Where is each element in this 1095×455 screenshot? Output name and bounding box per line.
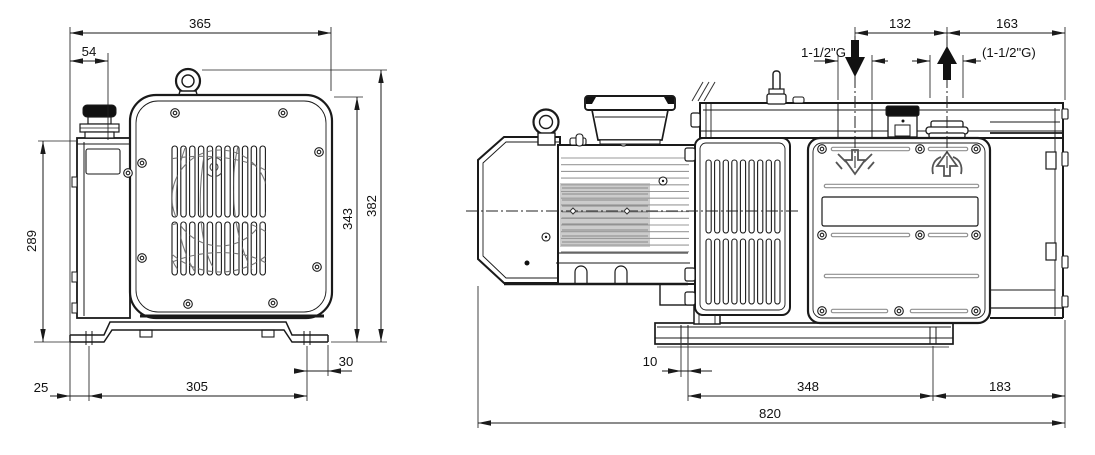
housing-vents <box>705 159 781 305</box>
lifting-eyebolt <box>174 67 202 99</box>
housing-bolt <box>684 267 696 282</box>
tank-label-plate <box>85 148 121 175</box>
side-lifting-eyebolt <box>532 108 560 146</box>
side-view-dimensions: 132 163 1-1/2"G (1-1/2"G) 10 348 183 820 <box>477 16 1066 428</box>
dim-foot-slot-width: 10 <box>643 354 658 369</box>
end-view-dimensions: 365 54 382 343 289 25 305 30 <box>24 16 387 401</box>
coupling-housing <box>684 137 791 316</box>
motor-fan-cowl <box>477 136 561 284</box>
dim-tank-height: 289 <box>24 230 39 252</box>
dim-foot-hole-span: 305 <box>186 379 208 394</box>
top-cylinder <box>690 102 1064 139</box>
gas-ballast-knob <box>766 70 805 105</box>
dim-hole-to-end: 183 <box>989 379 1011 394</box>
oil-tank <box>71 137 131 319</box>
exhaust-flow-arrow <box>937 46 957 80</box>
chamfer-hatch <box>691 81 716 102</box>
center-mark <box>623 207 631 215</box>
dim-outlet-to-end: 163 <box>996 16 1018 31</box>
dim-overall-length: 820 <box>759 406 781 421</box>
motor-core-lines <box>562 187 648 243</box>
motor-core <box>560 183 650 247</box>
dim-overall-height: 382 <box>364 195 379 217</box>
dim-foot-right-offset: 30 <box>339 354 354 369</box>
exhaust-emboss-icon <box>931 150 963 177</box>
fan-grille <box>171 145 266 276</box>
extension-lines <box>477 27 1066 428</box>
cowl-rivet <box>524 260 530 266</box>
extension-lines <box>34 27 387 401</box>
motor-peg <box>575 133 584 147</box>
fan-housing <box>128 93 334 320</box>
panel-screws <box>123 108 324 309</box>
nameplate <box>821 196 979 227</box>
dim-foot-hole-span-side: 348 <box>797 379 819 394</box>
inlet-port-label: 1-1/2"G <box>801 45 846 60</box>
pump-side-plate <box>806 136 992 325</box>
oil-sight-box <box>885 105 920 138</box>
dim-inlet-to-outlet: 132 <box>889 16 911 31</box>
housing-bolt <box>684 291 696 306</box>
end-view-arrowheads <box>40 30 384 399</box>
base-plate <box>654 322 954 348</box>
terminal-box <box>584 95 676 145</box>
dim-housing-height: 343 <box>340 208 355 230</box>
side-view: 132 163 1-1/2"G (1-1/2"G) 10 348 183 820 <box>466 16 1069 428</box>
side-view-arrowheads <box>478 30 1065 426</box>
skirt-cutout <box>614 265 628 284</box>
inlet-emboss-icon <box>835 149 875 176</box>
dim-overall-width: 365 <box>189 16 211 31</box>
skirt-cutout <box>574 265 588 284</box>
plate-grooves <box>823 146 980 314</box>
housing-bolt <box>684 147 696 162</box>
pump-end-section <box>990 103 1069 319</box>
center-mark <box>569 207 577 215</box>
dim-cap-offset: 54 <box>82 44 97 59</box>
plate-screws <box>817 144 981 316</box>
outlet-port-label: (1-1/2"G) <box>982 45 1036 60</box>
inlet-flow-arrow <box>845 40 865 77</box>
end-view: 365 54 382 343 289 25 305 30 <box>24 16 387 401</box>
dim-foot-left-offset: 25 <box>34 380 49 395</box>
